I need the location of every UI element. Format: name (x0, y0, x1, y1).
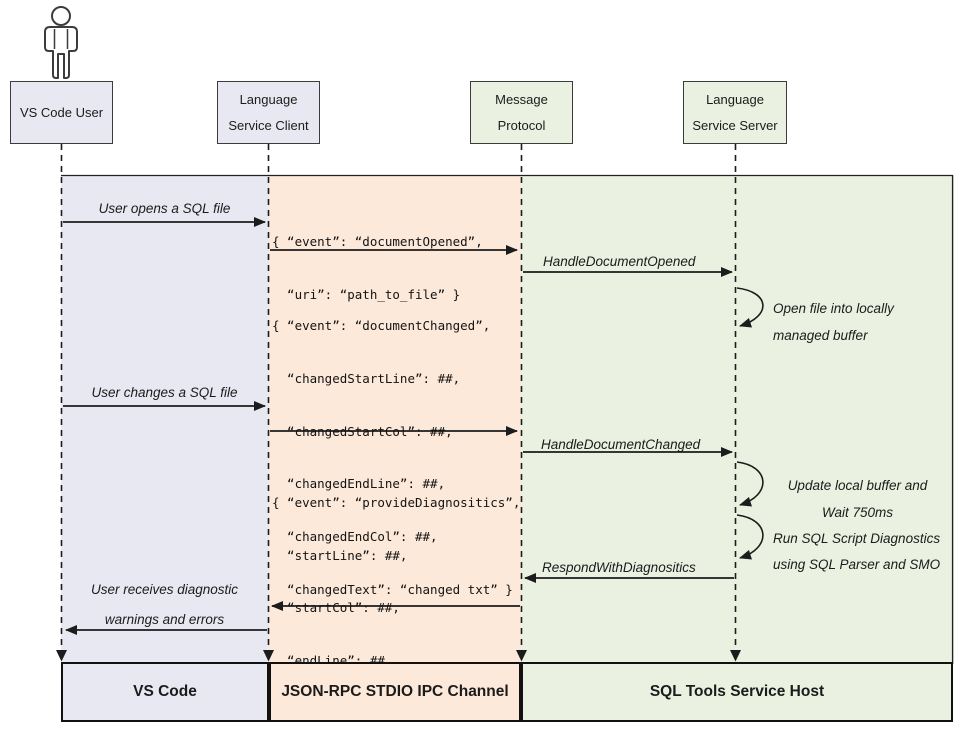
json-line: { “event”: “provideDiagnositics”, (272, 495, 521, 510)
footer-box-ipc-channel: JSON-RPC STDIO IPC Channel (269, 662, 521, 722)
header-box-language-service-server: Language Service Server (683, 81, 787, 144)
header-label: Service Client (228, 117, 309, 133)
note-open-buffer: Open file into locally managed buffer (773, 301, 894, 343)
footer-label: VS Code (133, 683, 197, 700)
ipc-message-document-opened: { “event”: “documentOpened”, “uri”: “pat… (272, 200, 483, 336)
json-line: “changedStartLine”: ##, (272, 370, 461, 386)
header-label: VS Code User (19, 105, 104, 120)
header-box-language-service-client: Language Service Client (217, 81, 320, 144)
lane-service-host (521, 175, 953, 722)
lane-ipc-channel (269, 175, 521, 722)
header-label: Language (239, 92, 298, 108)
json-line: “changedEndCol”: ##, (272, 529, 438, 545)
ipc-message-document-changed: { “event”: “documentChanged”, “changedSt… (272, 285, 513, 632)
lane-vscode (61, 175, 269, 722)
note-run-diagnostics: Run SQL Script Diagnostics using SQL Par… (773, 531, 941, 572)
header-label: Service Server (692, 117, 778, 133)
json-line: “startLine”: ##, (272, 547, 408, 563)
header-label: Protocol (497, 117, 546, 133)
json-line: “changedEndLine”: ##, (272, 476, 446, 492)
label-user-changes-file: User changes a SQL file (91, 385, 238, 400)
footer-box-vscode: VS Code (61, 662, 269, 722)
json-line: “changedText”: “changed txt” } (272, 581, 513, 597)
label-handle-document-opened: HandleDocumentOpened (543, 254, 696, 269)
header-label: Language (706, 92, 764, 108)
label-user-receives-diagnostics: User receives diagnostic warnings and er… (90, 582, 239, 627)
footer-label: JSON-RPC STDIO IPC Channel (281, 683, 509, 700)
header-box-message-protocol: Message Protocol (470, 81, 573, 144)
json-line: { “event”: “documentChanged”, (272, 318, 491, 333)
label-handle-document-changed: HandleDocumentChanged (541, 437, 701, 452)
header-box-vscode-user: VS Code User (10, 81, 113, 144)
header-label: Message (495, 92, 548, 108)
label-respond-with-diagnostics: RespondWithDiagnositics (542, 560, 696, 575)
footer-box-service-host: SQL Tools Service Host (521, 662, 953, 722)
label-user-opens-file: User opens a SQL file (98, 201, 231, 216)
json-line: { “event”: “documentOpened”, (272, 234, 483, 249)
person-icon (44, 6, 78, 79)
note-update-buffer: Update local buffer and Wait 750ms (787, 478, 928, 520)
json-line: “changedStartCol”: ##, (272, 423, 453, 439)
json-line: “startCol”: ##, (272, 600, 400, 615)
json-line: “uri”: “path_to_file” } (272, 287, 461, 302)
footer-label: SQL Tools Service Host (649, 683, 825, 700)
